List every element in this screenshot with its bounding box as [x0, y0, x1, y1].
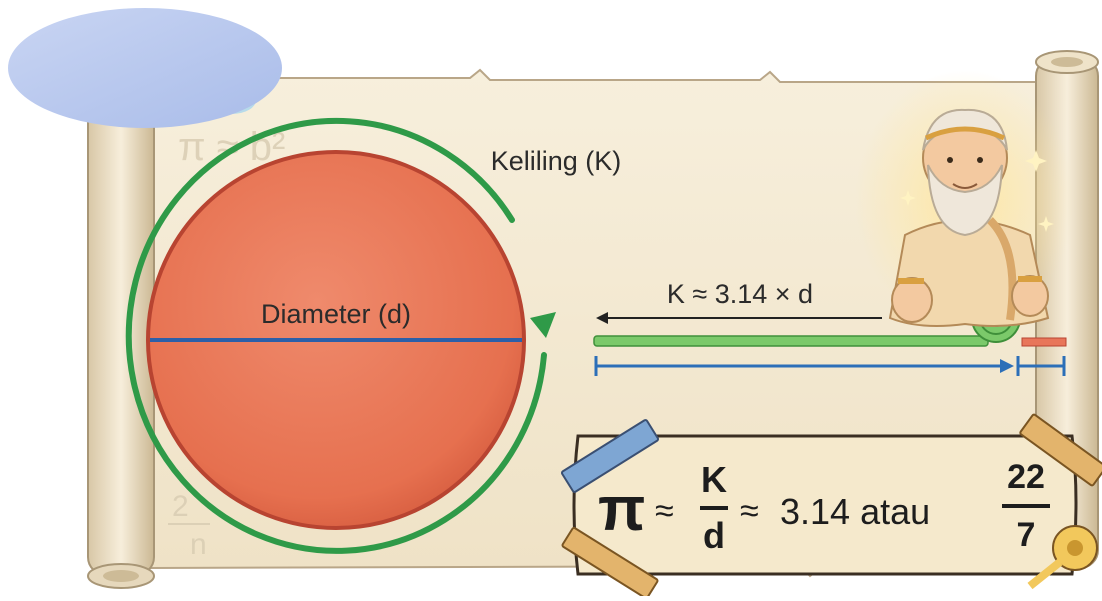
formula-frac1-denominator: d	[703, 515, 725, 556]
formula-approx-1: ≈	[655, 492, 674, 530]
formula-pi-symbol: π	[598, 475, 645, 544]
ruler-icon-top-right	[1019, 413, 1102, 487]
diameter-label: Diameter (d)	[261, 299, 411, 329]
doodle-bottom-num: 2	[172, 490, 189, 523]
circumference-arrowhead	[530, 312, 556, 338]
unrolled-strip	[593, 335, 989, 347]
formula-frac1-numerator: K	[701, 459, 727, 500]
relation-label: K ≈ 3.14 × d	[667, 279, 813, 309]
unrolled-circumference-diagram: K ≈ 3.14 × d	[593, 279, 1067, 376]
formula-plaque: π ≈ K d ≈ 3.14 atau 22 7	[560, 413, 1102, 600]
ruler-icon-bottom-left	[561, 526, 659, 600]
circumference-label: Keliling (K)	[491, 146, 622, 176]
ruler-icon-top-left	[560, 419, 660, 493]
doodle-bottom-den: n	[190, 528, 207, 561]
blue-ellipse	[8, 8, 282, 128]
tape-measure-icon	[1027, 525, 1098, 590]
formula-value: 3.14 atau	[780, 491, 930, 532]
ancient-mathematician-illustration	[855, 70, 1075, 330]
formula-frac2-numerator: 22	[1007, 458, 1045, 496]
formula-frac2-denominator: 7	[1017, 516, 1036, 554]
scroll-left-roll	[87, 84, 155, 576]
formula-approx-2: ≈	[740, 492, 759, 530]
circumference-arrow	[125, 117, 547, 554]
remainder-strip	[1021, 337, 1067, 347]
